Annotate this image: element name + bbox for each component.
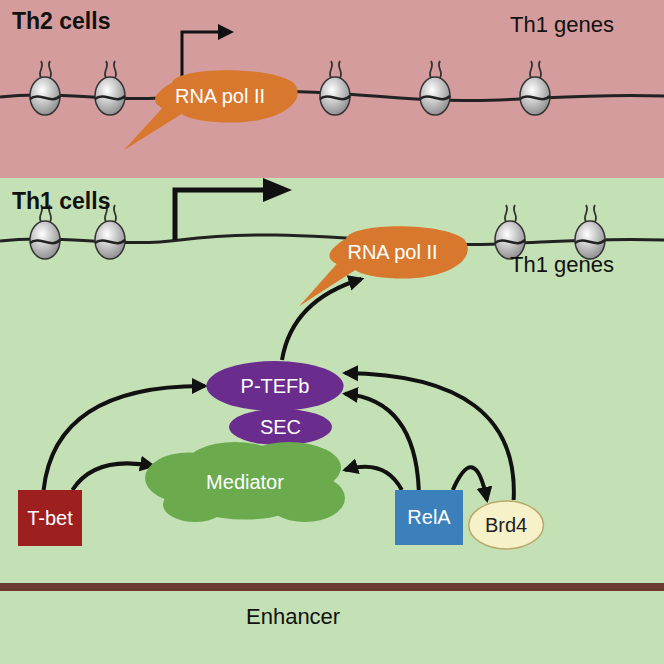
node-label: Brd4 [485, 514, 527, 537]
nucleosome [520, 61, 550, 115]
activation-arrow [345, 467, 402, 490]
nucleosome [95, 205, 125, 259]
nucleosome [30, 205, 60, 259]
polymerase-blob: RNA pol II [315, 222, 470, 282]
activation-arrow [44, 386, 205, 490]
polymerase-blob: RNA pol II [140, 66, 300, 126]
arrowhead [218, 24, 234, 40]
node-label: T-bet [27, 507, 73, 530]
node-label: RNA pol II [347, 241, 437, 264]
nucleosome [30, 61, 60, 115]
activation-arrow [345, 394, 419, 490]
nucleosome [420, 61, 450, 115]
enhancer-bar [0, 583, 664, 591]
cell-type-heading: Th2 cells [12, 8, 110, 35]
nucleosome [575, 205, 605, 259]
cell-type-heading: Th1 cells [12, 188, 110, 215]
mediator-cloud: Mediator [145, 442, 345, 522]
gene-label: Th1 genes [510, 252, 614, 278]
nucleosome [495, 205, 525, 259]
node-label: Mediator [206, 471, 284, 494]
complex-blob: P-TEFb [205, 360, 345, 412]
node-label: SEC [260, 416, 301, 439]
activation-arrow [453, 467, 487, 500]
arrowhead [263, 178, 292, 202]
activation-arrow [345, 373, 514, 500]
factor-box: RelA [395, 490, 463, 545]
factor-box: T-bet [18, 490, 82, 546]
nucleosome [320, 61, 350, 115]
transcription-arrow [175, 190, 265, 240]
transcription-arrow [182, 32, 220, 96]
complex-blob: SEC [228, 408, 333, 446]
gene-label: Th1 genes [510, 12, 614, 38]
node-label: P-TEFb [241, 375, 310, 398]
node-label: RNA pol II [175, 85, 265, 108]
factor-oval: Brd4 [468, 500, 544, 550]
node-label: RelA [407, 506, 450, 529]
activation-arrow [282, 279, 362, 360]
nucleosome [95, 61, 125, 115]
activation-arrow [72, 463, 153, 490]
region-label: Enhancer [246, 604, 340, 630]
